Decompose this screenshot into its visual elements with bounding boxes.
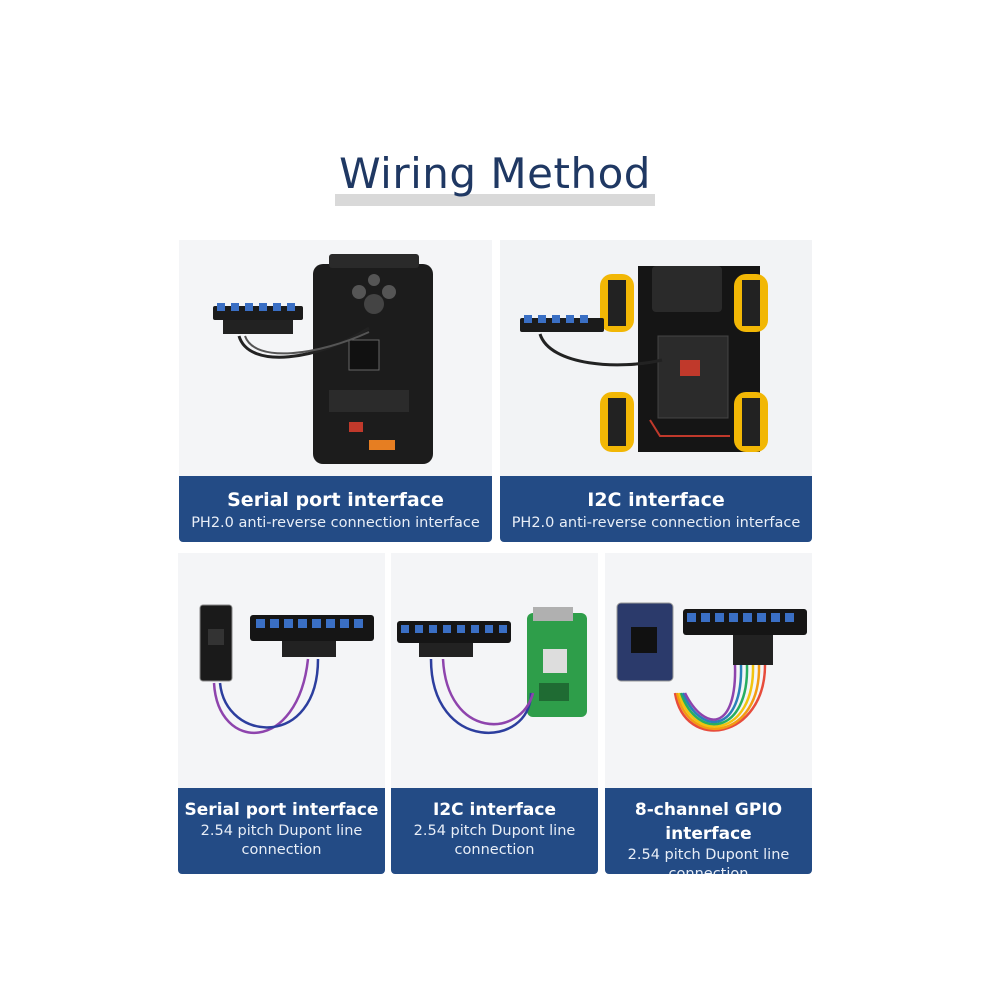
title-area: Wiring Method bbox=[0, 148, 990, 206]
panel-serial-ph20: Serial port interface PH2.0 anti-reverse… bbox=[179, 240, 492, 542]
panel-title: Serial port interface bbox=[184, 800, 379, 820]
panel-caption: I2C interface PH2.0 anti-reverse connect… bbox=[500, 476, 812, 542]
panel-caption: Serial port interface 2.54 pitch Dupont … bbox=[178, 788, 385, 874]
panel-subtitle: 2.54 pitch Dupont line connection bbox=[627, 847, 790, 874]
panel-subtitle: PH2.0 anti-reverse connection interface bbox=[511, 515, 801, 531]
nano-board-image bbox=[199, 604, 374, 734]
panel-subtitle: 2.54 pitch Dupont line connection bbox=[200, 823, 363, 858]
page-title: Wiring Method bbox=[335, 148, 655, 206]
panel-title: I2C interface bbox=[433, 800, 556, 820]
panel-caption: 8-channel GPIO interface 2.54 pitch Dupo… bbox=[605, 788, 812, 874]
panel-photo bbox=[178, 553, 385, 788]
panel-caption: Serial port interface PH2.0 anti-reverse… bbox=[179, 476, 492, 542]
panel-subtitle: 2.54 pitch Dupont line connection bbox=[413, 823, 576, 858]
panel-gpio-dupont: 8-channel GPIO interface 2.54 pitch Dupo… bbox=[605, 553, 812, 874]
panel-caption: I2C interface 2.54 pitch Dupont line con… bbox=[391, 788, 598, 874]
stm32-board-image bbox=[616, 602, 807, 732]
panel-i2c-ph20: I2C interface PH2.0 anti-reverse connect… bbox=[500, 240, 812, 542]
panel-title: Serial port interface bbox=[227, 489, 444, 511]
controller-board-image bbox=[213, 254, 433, 464]
panel-title: 8-channel GPIO interface bbox=[634, 800, 783, 844]
panel-photo bbox=[179, 240, 492, 476]
page-title-text: Wiring Method bbox=[339, 149, 651, 198]
panel-subtitle: PH2.0 anti-reverse connection interface bbox=[191, 515, 480, 531]
panel-photo bbox=[500, 240, 812, 476]
raspberry-pi-image bbox=[397, 607, 587, 735]
panel-photo bbox=[391, 553, 598, 788]
panel-serial-dupont: Serial port interface 2.54 pitch Dupont … bbox=[178, 553, 385, 874]
panel-photo bbox=[605, 553, 812, 788]
panel-i2c-dupont: I2C interface 2.54 pitch Dupont line con… bbox=[391, 553, 598, 874]
panel-title: I2C interface bbox=[587, 489, 725, 511]
mecanum-car-image bbox=[520, 266, 768, 452]
